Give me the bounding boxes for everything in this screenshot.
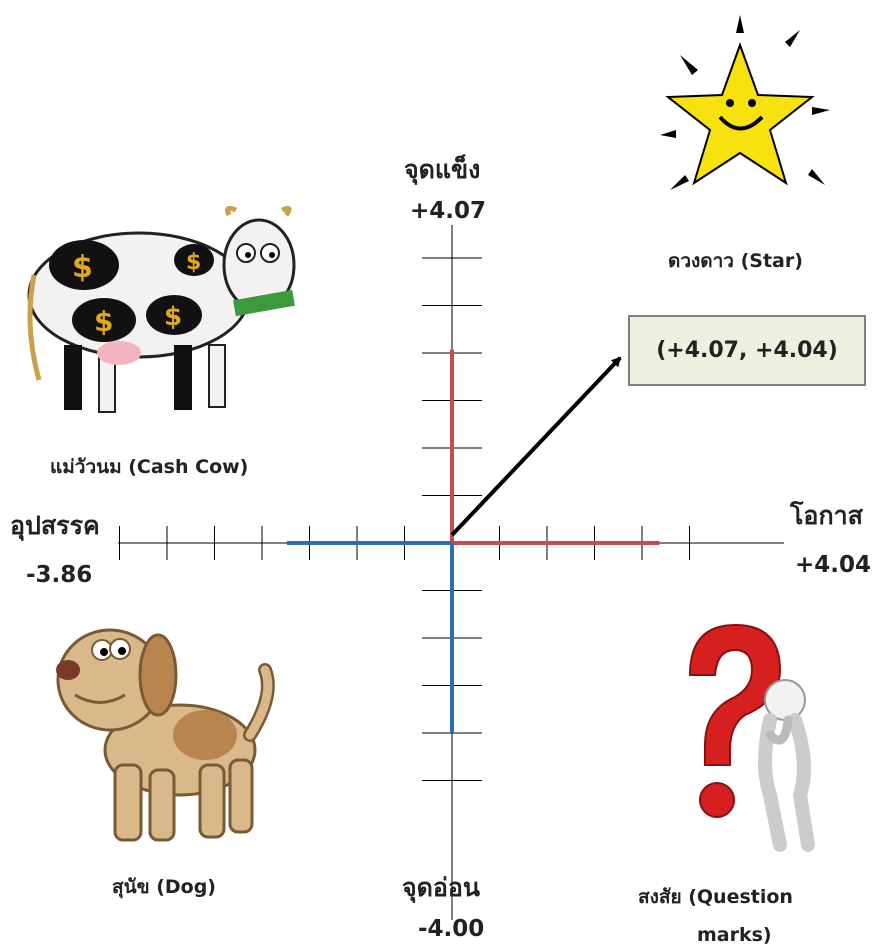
svg-text:$: $ (94, 305, 113, 338)
result-coordinate-label: (+4.07, +4.04) (656, 338, 838, 363)
cash-cow-label: แม่วัวนม (Cash Cow) (50, 456, 249, 478)
result-coordinate-box: (+4.07, +4.04) (628, 315, 866, 386)
svg-text:$: $ (186, 250, 201, 275)
strength-value: +4.07 (410, 198, 487, 224)
star-label: ดวงดาว (Star) (668, 250, 803, 272)
result-arrow (450, 356, 622, 537)
strength-label: จุดแข็ง (404, 155, 481, 184)
dog-label: สุนัข (Dog) (112, 876, 216, 898)
opportunity-label: โอกาส (790, 501, 863, 530)
question-label-line1: สงสัย (Question (638, 886, 793, 908)
svg-text:$: $ (72, 250, 93, 285)
weakness-label: จุดอ่อน (402, 873, 481, 902)
opportunity-value: +4.04 (795, 552, 872, 578)
question-label-line2: marks) (697, 924, 772, 946)
dog-icon (56, 628, 275, 842)
star-icon (660, 15, 830, 190)
threat-label: อุปสรรค (10, 511, 100, 540)
weakness-value: -4.00 (418, 916, 485, 942)
cow-icon: $ $ $ $ (27, 205, 296, 413)
question-mark-icon (688, 623, 815, 852)
svg-text:$: $ (164, 302, 182, 332)
threat-value: -3.86 (26, 562, 93, 588)
